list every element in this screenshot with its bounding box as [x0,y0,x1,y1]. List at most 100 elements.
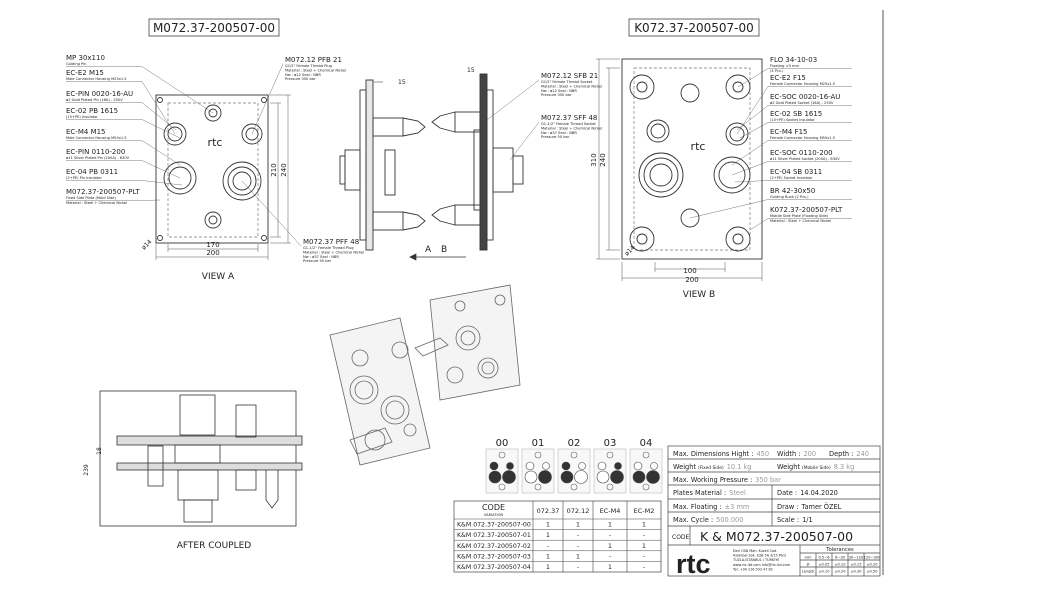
tolerance-cell: ±0.50 [866,570,878,574]
tolerance-cell: ±0.20 [834,570,846,574]
variation-072-12 [506,462,514,470]
svg-text:Weight(Fixed Side)10.1 kg: Weight(Fixed Side)10.1 kg [673,463,751,471]
table-cell: - [643,553,645,560]
dim-a-height-inner: 210 [270,163,278,176]
tolerance-cell: ±0.05 [818,563,829,567]
leader-line [141,66,214,114]
mid-callout-line: G1/2" Female Thread Socket [541,80,593,84]
left-callout-code: EC-E2 M15 [66,69,104,77]
svg-text:Date :14.04.2020: Date :14.04.2020 [777,489,838,497]
left-callout-code: EC-02 PB 1615 [66,107,118,115]
view-a-label: VIEW A [202,272,235,282]
view-b-logo: rtc [691,140,706,153]
dim-b-width-outer: 200 [685,276,698,284]
depth-label: Depth : [829,450,853,458]
variation-plate [593,448,627,494]
code-label: CODE [672,534,690,541]
title-block [667,445,881,577]
table-row-code: K&M 072.37-200507-03 [457,553,531,560]
section-arrows [409,253,466,261]
address-line: Deri OSB Mah. Kuzeli Cad. [733,549,777,553]
tolerance-head: 30~120 [849,556,864,560]
plates-value: Steel [729,489,746,497]
tolerance-cell: Length [802,570,814,574]
variation-pin [498,451,506,459]
title-right: K072.37-200507-00 [634,21,754,35]
svg-text:Draw :Tamer ÖZEL: Draw :Tamer ÖZEL [777,502,842,511]
table-cell: - [577,564,579,571]
right-callout-desc: ø2 Gold Plated Socket (16A) - 250V [770,101,834,105]
table-cell: 1 [642,543,646,550]
table-row-code: K&M 072.37-200507-02 [457,543,531,550]
plates-label: Plates Material : [673,489,726,497]
leader-line [141,102,177,131]
mid-callout-line: Nw : ø37 Seal : NBR [303,255,339,259]
left-callout-desc: (15+PE) Insulator [66,115,98,119]
left-callout-desc: ø2 Gold Plated Pin (16A) - 250V [66,98,123,102]
table-header-code-sub: VARIATION [484,513,504,517]
right-callout-desc2: Material : Steel + Chemical Nickel [770,219,831,223]
cycle-label: Max. Cycle : [673,516,713,524]
leader-line [141,119,181,139]
leader-line [736,86,769,135]
variation-label: 00 [496,438,509,449]
leader-line [734,180,769,183]
right-callout-code: FLO 34-10-03 [770,56,817,64]
right-callout-code: EC-SOC 0020-16-AU [770,93,840,101]
variation-pin [534,483,542,491]
section-b: B [441,245,447,255]
title-block-text: Max. Dimensions Hight :450 Width :200 De… [672,450,881,579]
leader-line [141,180,183,186]
left-callout-desc: Fixed Side Plate (Mold Side) [66,196,116,200]
title-left: M072.37-200507-00 [153,21,275,35]
mid-callout-line: Nw : ø12 Seal : NBR [541,89,577,93]
tolerance-head: 0.5~6 [818,556,830,560]
variation-label: 04 [640,438,653,449]
variation-m2 [633,461,643,471]
leader-line [241,180,302,247]
table-cell: - [609,553,611,560]
left-callout-desc: Male Connector Housing M25x1.5 [66,77,127,81]
left-callout-code: EC-M4 M15 [66,128,106,136]
tolerance-cell: ±0.10 [834,563,846,567]
right-callout-desc: Floating ±3 mm [770,64,800,68]
side-view-plug [339,79,426,251]
variation-label: 01 [532,438,545,449]
right-callout-code: EC-E2 F15 [770,74,806,82]
weight-mobile-value: 8.3 kg [834,463,855,471]
width-value: 200 [803,450,816,458]
rtc-logo: rtc [676,549,711,579]
address-block: Deri OSB Mah. Kuzeli Cad.Aslanbal Sok. E… [732,549,791,571]
leader-line [486,79,540,121]
mid-callout-line: Nw : ø37 Seal : NBR [541,131,577,135]
variation-plate [521,448,555,494]
variation-072-37 [610,470,624,484]
leader-line [509,121,540,161]
table-cell: - [577,543,579,550]
draw-value: Tamer ÖZEL [801,502,842,511]
mid-callout-line: Material : Steel + Chemical Nickel [285,68,346,72]
view-b-plate [621,58,763,260]
max-dim-value: 450 [756,450,769,458]
leader-line [731,140,769,166]
weight-fixed-label: Weight [673,463,696,471]
variation-pin [606,451,614,459]
table-row-code: K&M 072.37-200507-01 [457,532,531,539]
weight-fixed-sub: (Fixed Side) [698,465,724,471]
width-label: Width : [777,450,800,458]
mid-callout-code: M072.37 SFF 48 [541,114,597,122]
leader-line [141,81,176,135]
leader-line [251,63,284,135]
address-line: TUZLA-İSTANBUL / TÜRKİYE [732,557,779,562]
tolerance-cell: ±0.10 [818,570,830,574]
table-cell: - [643,564,645,571]
section-a: A [425,245,432,255]
dim-coupled-18: 18 [96,447,103,455]
cycle-value: 500.000 [716,516,743,524]
right-callout-desc: Female Connector Housing M25x1.5 [770,82,835,86]
table-cell: 1 [546,553,550,560]
leader-line [739,122,769,139]
mid-callout-line: Pressure 50 bar [541,135,570,139]
variation-072-12 [650,462,658,470]
